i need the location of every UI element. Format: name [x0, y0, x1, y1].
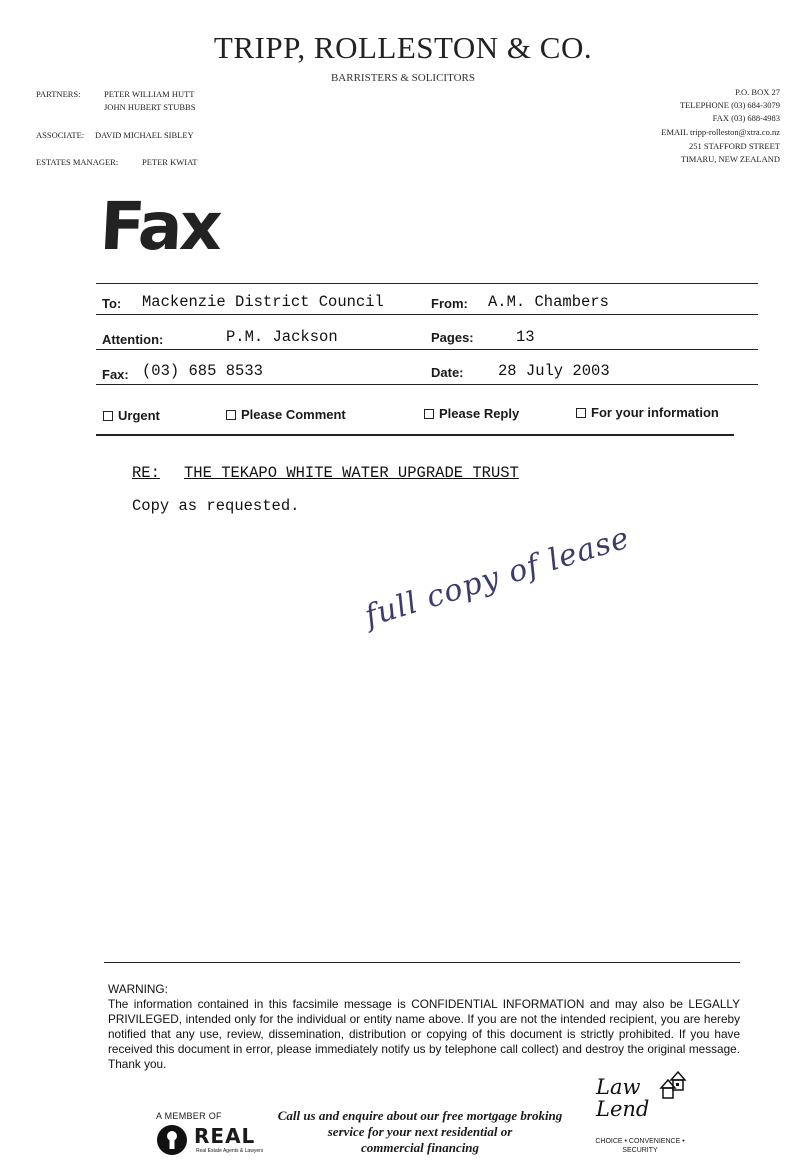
houses-icon — [658, 1070, 688, 1104]
from-label: From: — [431, 296, 468, 311]
row-rule-3 — [96, 384, 758, 385]
footer-promo-line: Call us and enquire about our free mortg… — [277, 1108, 563, 1123]
date-value: 28 July 2003 — [498, 362, 610, 380]
contact-street: 251 STAFFORD STREET — [689, 141, 780, 151]
contact-po-box: P.O. BOX 27 — [735, 87, 780, 97]
message-text: Copy as requested. — [132, 497, 300, 515]
date-label: Date: — [431, 365, 464, 380]
footer-promo: Call us and enquire about our free mortg… — [250, 1108, 590, 1156]
checkbox-please-reply[interactable]: Please Reply — [424, 406, 519, 421]
checkbox-square-icon — [226, 410, 236, 420]
contact-city: TIMARU, NEW ZEALAND — [680, 154, 780, 164]
firm-subtitle: BARRISTERS & SOLICITORS — [330, 72, 476, 84]
checkbox-label: Please Reply — [439, 406, 520, 421]
contact-fax: FAX (03) 688-4983 — [712, 113, 780, 123]
row-rule-1 — [96, 314, 758, 315]
form-bottom-rule — [96, 434, 734, 436]
firm-name: TRIPP, ROLLESTON & CO. — [213, 30, 593, 65]
re-label: RE: — [132, 464, 160, 482]
associate-label: ASSOCIATE: — [36, 130, 85, 140]
contact-telephone: TELEPHONE (03) 684-3079 — [679, 100, 780, 110]
to-value: Mackenzie District Council — [142, 293, 384, 311]
checkbox-please-comment[interactable]: Please Comment — [226, 407, 346, 422]
to-label: To: — [102, 296, 122, 311]
real-keyhole-icon — [156, 1124, 188, 1156]
partner-1: PETER WILLIAM HUTT — [104, 89, 195, 99]
form-top-rule — [96, 283, 758, 284]
footer-promo-line: commercial financing — [360, 1140, 480, 1155]
real-tagline: Real Estate Agents & Lawyers — [196, 1148, 264, 1154]
attention-label: Attention: — [102, 332, 164, 347]
pages-label: Pages: — [431, 330, 474, 345]
estates-manager-label: ESTATES MANAGER: — [36, 157, 119, 167]
pages-value: 13 — [516, 328, 535, 346]
checkbox-square-icon — [424, 409, 434, 419]
fax-title: Fax — [97, 188, 222, 265]
checkbox-label: Urgent — [118, 408, 160, 423]
contact-email: EMAIL tripp-rolleston@xtra.co.nz — [661, 127, 780, 137]
member-of-label: A MEMBER OF — [156, 1111, 222, 1121]
from-value: A.M. Chambers — [488, 293, 609, 311]
real-logo: REAL — [194, 1124, 256, 1148]
checkbox-for-your-information[interactable]: For your information — [576, 405, 719, 420]
handwritten-note: full copy of lease — [360, 520, 634, 635]
footer-promo-line: service for your next residential or — [327, 1124, 513, 1139]
lawlend-tagline-line-1: CHOICE • CONVENIENCE • — [595, 1138, 685, 1145]
checkbox-label: Please Comment — [241, 407, 346, 422]
row-rule-2 — [96, 349, 758, 350]
fax-number-value: (03) 685 8533 — [142, 362, 263, 380]
attention-value: P.M. Jackson — [226, 328, 338, 346]
warning-heading: WARNING: — [108, 982, 168, 996]
checkbox-label: For your information — [591, 405, 719, 420]
re-subject: THE TEKAPO WHITE WATER UPGRADE TRUST — [184, 464, 519, 482]
partners-label: PARTNERS: — [36, 89, 81, 99]
warning-block: WARNING: The information contained in th… — [108, 982, 740, 1072]
warning-rule — [104, 962, 740, 963]
partner-2: JOHN HUBERT STUBBS — [104, 102, 196, 112]
fax-number-label: Fax: — [102, 367, 129, 382]
checkbox-square-icon — [103, 411, 113, 421]
lawlend-logo: Law Lend — [596, 1075, 650, 1121]
lawlend-tagline: CHOICE • CONVENIENCE • SECURITY — [580, 1137, 700, 1155]
warning-text: The information contained in this facsim… — [108, 997, 740, 1071]
checkbox-urgent[interactable]: Urgent — [103, 408, 160, 423]
lawlend-tagline-line-2: SECURITY — [622, 1147, 658, 1154]
checkbox-square-icon — [576, 408, 586, 418]
associate-name: DAVID MICHAEL SIBLEY — [95, 130, 194, 140]
estates-manager-name: PETER KWIAT — [142, 157, 198, 167]
